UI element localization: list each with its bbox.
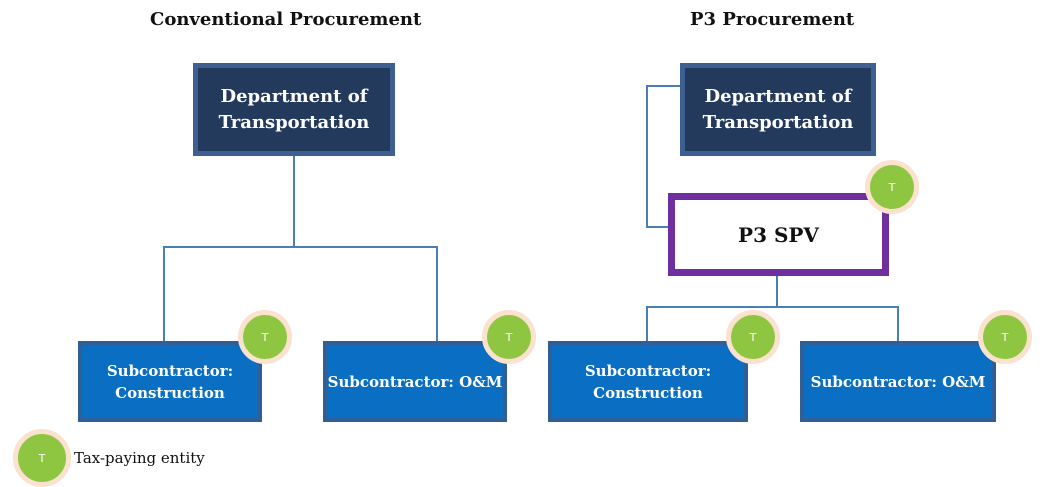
p3-title: P3 Procurement xyxy=(690,9,855,30)
tax-badge-icon: T xyxy=(978,310,1032,364)
badge-letter: T xyxy=(1001,330,1009,344)
tax-badge-icon: T xyxy=(726,310,780,364)
conventional-dot-box: Department of Transportation xyxy=(193,63,395,156)
p3-dot-box: Department of Transportation xyxy=(680,63,876,156)
p3-dot-label: Department of Transportation xyxy=(702,85,854,133)
p3-sub-construction-box: Subcontractor: Construction xyxy=(548,341,748,422)
connector-p3-branch xyxy=(646,306,899,342)
p3-spv-label: P3 SPV xyxy=(738,222,819,247)
p3-spv-box: P3 SPV xyxy=(668,193,889,276)
conventional-sub-construction-label: Subcontractor: Construction xyxy=(106,361,234,402)
p3-sub-construction-label: Subcontractor: Construction xyxy=(584,361,712,402)
badge-letter: T xyxy=(38,451,46,465)
tax-badge-icon: T xyxy=(238,310,292,364)
badge-letter: T xyxy=(888,180,896,194)
tax-badge-icon: T xyxy=(865,160,919,214)
p3-sub-om-box: Subcontractor: O&M xyxy=(800,341,996,422)
conventional-sub-construction-box: Subcontractor: Construction xyxy=(78,341,262,422)
conventional-title: Conventional Procurement xyxy=(150,9,422,30)
badge-letter: T xyxy=(749,330,757,344)
p3-sub-om-label: Subcontractor: O&M xyxy=(810,372,986,391)
tax-badge-icon: T xyxy=(482,310,536,364)
conventional-sub-om-label: Subcontractor: O&M xyxy=(327,372,503,391)
badge-letter: T xyxy=(261,330,269,344)
conventional-sub-om-box: Subcontractor: O&M xyxy=(323,341,507,422)
legend-badge-icon: T xyxy=(13,429,71,487)
connector-conventional-branch xyxy=(163,246,438,342)
connector-p3-dot-to-spv xyxy=(646,85,681,228)
legend-label: Tax-paying entity xyxy=(74,449,205,467)
conventional-dot-label: Department of Transportation xyxy=(218,85,370,133)
badge-letter: T xyxy=(505,330,513,344)
